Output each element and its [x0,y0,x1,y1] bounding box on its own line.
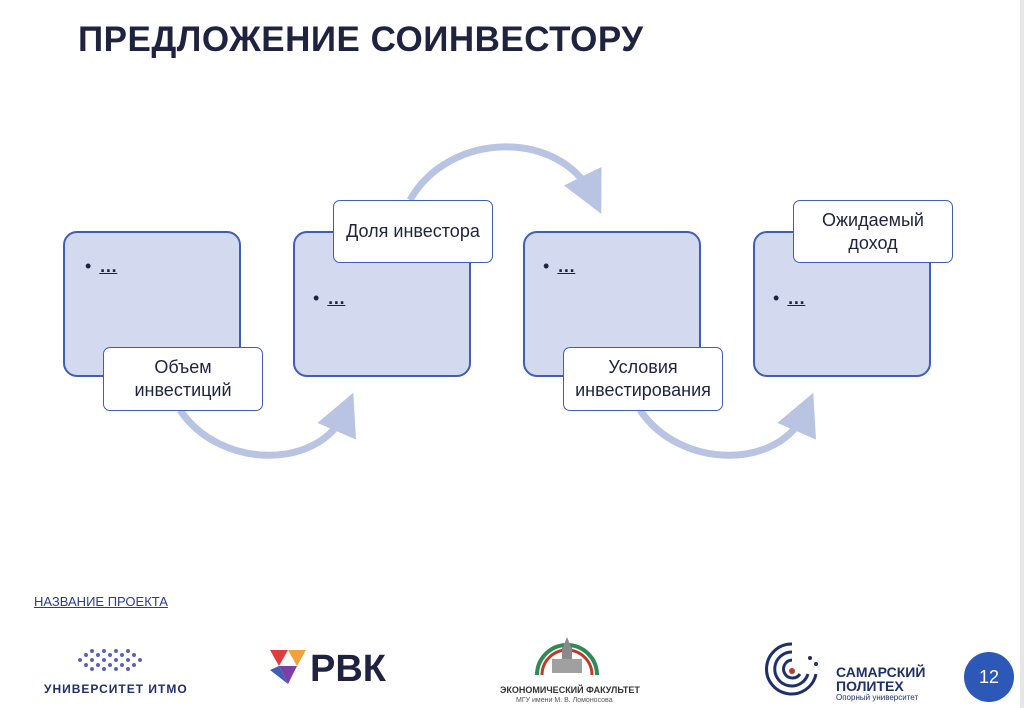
step-bullet-4: •… [773,288,806,308]
step-label-3: Условия инвестирования [563,347,723,411]
step-label-1: Объем инвестиций [103,347,263,411]
samara-logo-line3: Опорный университет [836,693,919,702]
itmo-logo-icon [78,649,142,671]
page-title: ПРЕДЛОЖЕНИЕ СОИНВЕСТОРУ [78,20,644,59]
econ-faculty-logo-subtext: МГУ имени М. В. Ломоносова [516,697,613,704]
samara-polytech-logo-icon [765,642,818,696]
samara-logo-line1: САМАРСКИЙ [836,664,926,680]
page-number-badge: 12 [964,652,1014,702]
step-bullet-2: •… [313,288,346,308]
arrow-2-3 [406,143,602,214]
samara-logo-line2: ПОЛИТЕХ [836,678,904,694]
step-bullet-1: •… [85,256,118,276]
rvk-logo-icon [270,650,306,684]
arrow-3-4 [637,392,816,459]
project-name-link[interactable]: НАЗВАНИЕ ПРОЕКТА [34,594,168,609]
step-bullet-3: •… [543,256,576,276]
econ-faculty-logo-text: ЭКОНОМИЧЕСКИЙ ФАКУЛЬТЕТ [500,685,640,695]
arrow-1-2 [177,392,356,459]
step-label-2: Доля инвестора [333,200,493,263]
slide-edge [1020,0,1024,708]
econ-faculty-logo-icon [535,637,599,676]
step-label-4: Ожидаемый доход [793,200,953,263]
rvk-logo-text: РВК [310,648,386,690]
itmo-logo-text: УНИВЕРСИТЕТ ИТМО [44,682,188,696]
